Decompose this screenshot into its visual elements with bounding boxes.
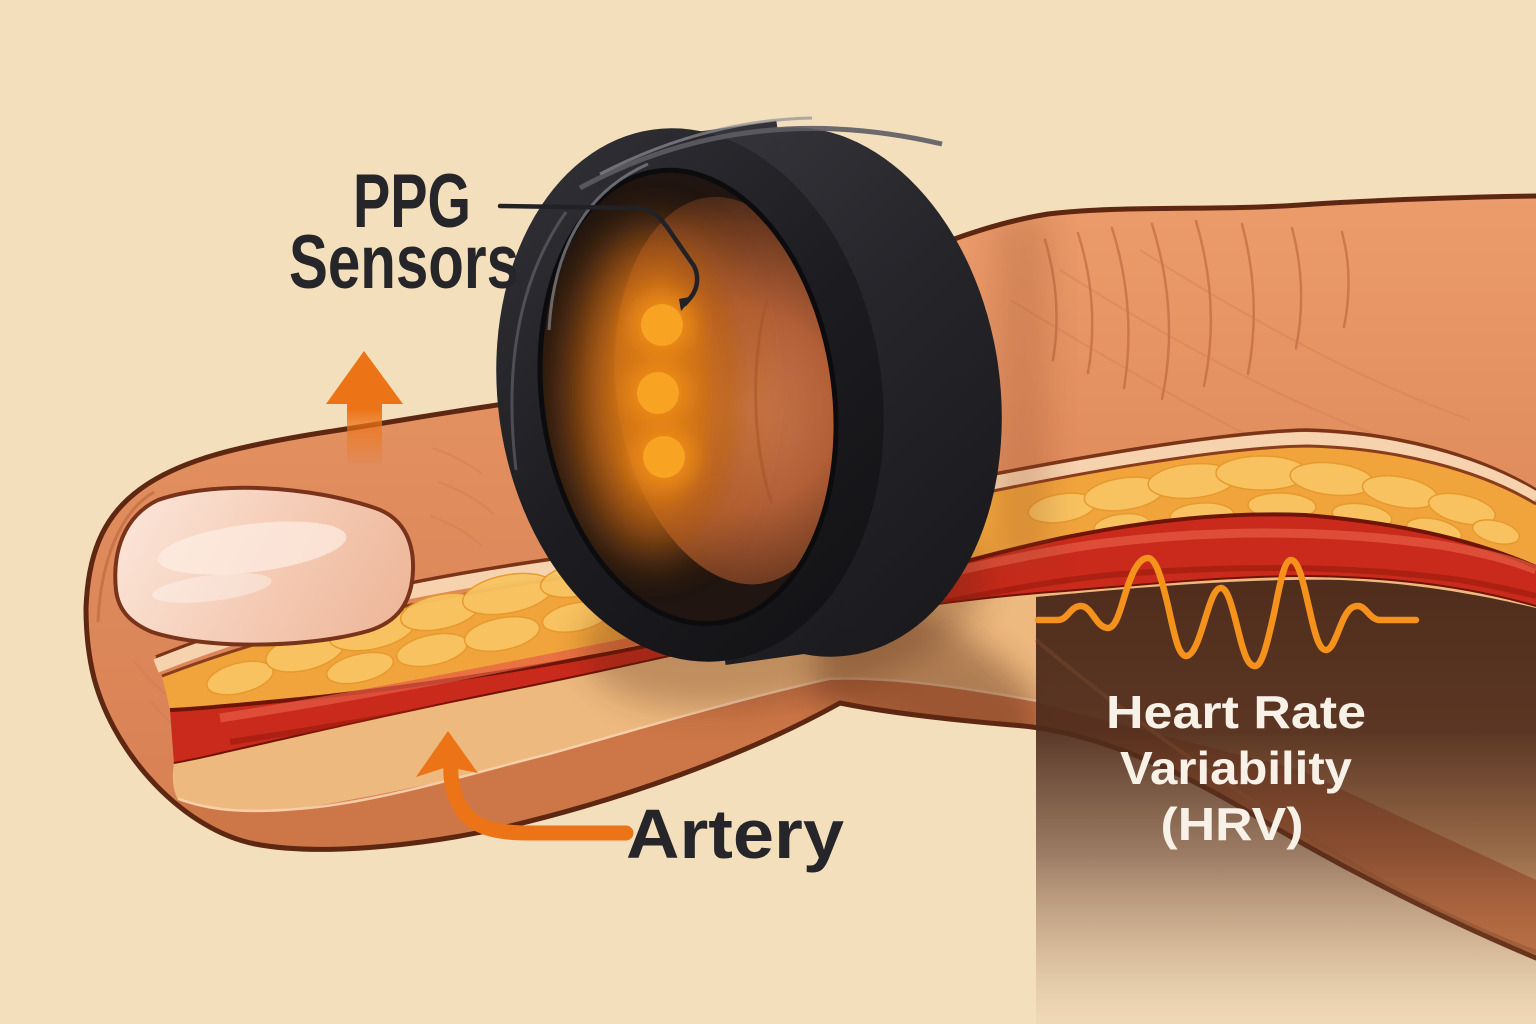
ring-opening-edge xyxy=(537,167,839,627)
up-arrow-icon xyxy=(326,351,403,464)
underside-silhouette-hint xyxy=(1034,638,1536,954)
hrv-label-line2: Variability xyxy=(1120,742,1352,794)
rim-outer-highlight xyxy=(510,211,568,471)
smart-ring xyxy=(496,116,1002,666)
artery-arrow-icon xyxy=(416,731,634,841)
ppg-label-line2: Sensors xyxy=(289,220,519,305)
ring-top-highlight-bright xyxy=(599,116,813,176)
hrv-label: Heart Rate Variability (HRV) xyxy=(1106,686,1366,850)
ppg-sensor-dot-2 xyxy=(637,372,679,414)
hrv-label-line1: Heart Rate xyxy=(1106,686,1366,738)
ppg-label-line1: PPG xyxy=(353,159,471,244)
hrv-waveform-icon xyxy=(1034,554,1420,670)
ppg-sensor-dot-3 xyxy=(643,436,685,478)
rim-inner-highlight xyxy=(547,162,649,331)
hrv-label-line3: (HRV) xyxy=(1161,798,1304,850)
artery-label: Artery xyxy=(626,795,844,873)
fingernail xyxy=(113,485,416,647)
ppg-sensors-label: PPG Sensors xyxy=(289,159,519,305)
ppg-sensor-dot-1 xyxy=(641,304,683,346)
skin-fold-line xyxy=(754,295,774,505)
fingertip-contour xyxy=(96,490,155,623)
ring-side-shadow xyxy=(995,215,1050,565)
ring-top-highlight xyxy=(578,125,943,191)
shadow-region xyxy=(1034,579,1536,1024)
callout-arrow-tip-icon xyxy=(679,296,694,311)
ppg-callout-line xyxy=(497,203,700,311)
